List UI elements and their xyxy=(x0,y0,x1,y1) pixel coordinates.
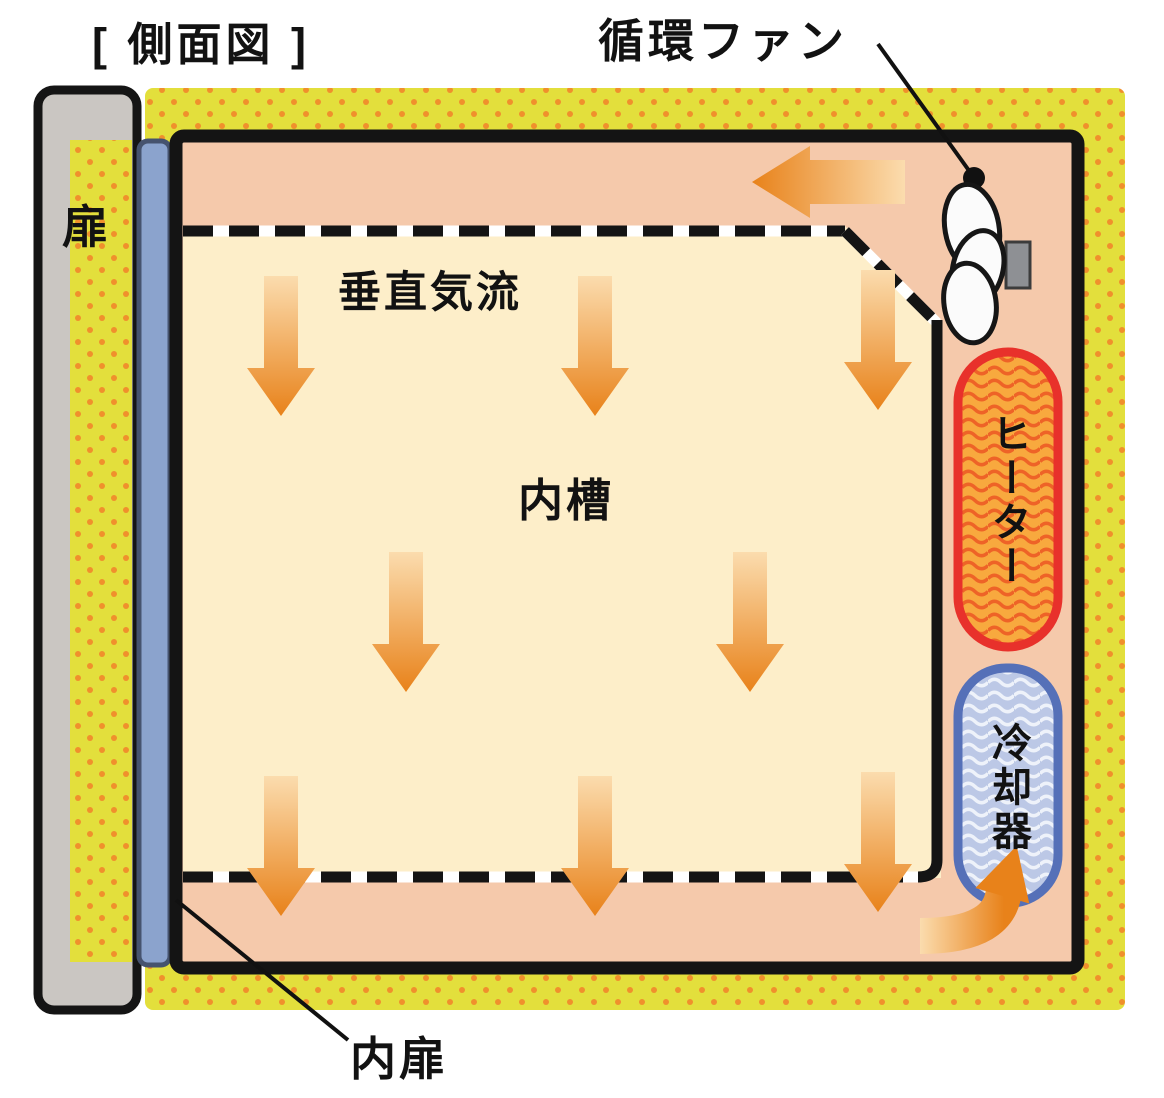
heater-block xyxy=(953,347,1063,652)
top-flow-arrow xyxy=(752,146,905,218)
diagram-title: [ 側面図 ] xyxy=(92,19,310,70)
inner-door-label: 内扉 xyxy=(350,1033,448,1085)
fan-blade xyxy=(941,260,999,346)
door-label: 扉 xyxy=(62,201,108,253)
heater-label: ヒーター xyxy=(986,413,1030,589)
partition-right-edge xyxy=(917,320,943,883)
inner-chamber-label: 内槽 xyxy=(518,475,615,526)
fan-leader-line xyxy=(876,42,972,174)
cooler-label: 冷却器 xyxy=(986,722,1030,854)
fan-label: 循環ファン xyxy=(598,15,848,67)
vertical-airflow-label: 垂直気流 xyxy=(338,269,522,317)
inner-chamber-area xyxy=(183,226,941,878)
fan-motor xyxy=(1004,240,1032,290)
bottom-flow-arrow-head xyxy=(975,845,1030,904)
inner-door-leader-line xyxy=(174,898,350,1042)
bottom-flow-arrow-shaft xyxy=(919,884,1022,954)
door-insulation-strip xyxy=(70,140,132,962)
inner-door xyxy=(136,138,173,968)
circulation-fan-icon xyxy=(941,181,1032,346)
